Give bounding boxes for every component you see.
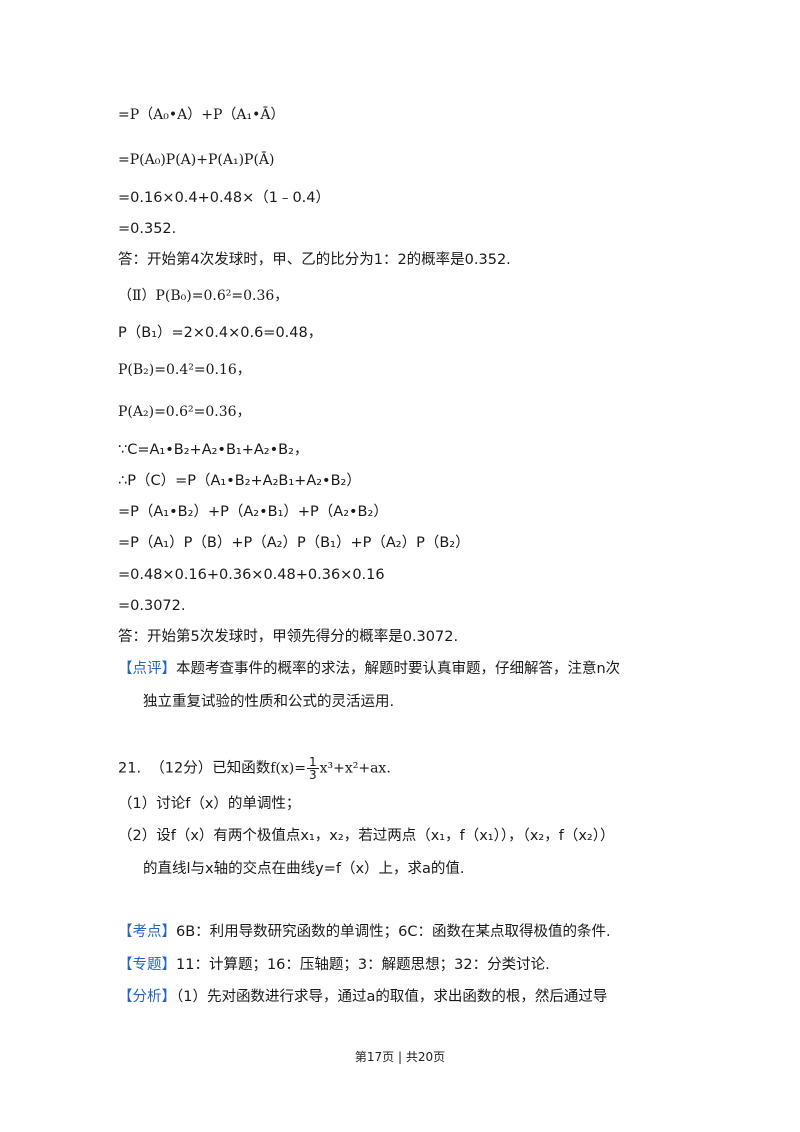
comment-text-1: 本题考查事件的概率的求法，解题时要认真审题，仔细解答，注意n次 <box>176 661 621 677</box>
problem-21-q1: （1）讨论f（x）的单调性； <box>118 796 301 812</box>
page-footer: 第17页 | 共20页 <box>354 1050 446 1064</box>
solution-line-7: P（B₁）=2×0.4×0.6=0.48， <box>118 325 323 341</box>
fraction-numerator: 1 <box>306 755 319 769</box>
comment-line-2: 独立重复试验的性质和公式的灵活运用. <box>143 694 395 710</box>
solution-line-9: P(A₂)=0.6²=0.36， <box>118 404 251 420</box>
kaodian-text: 6B：利用导数研究函数的单调性；6C：函数在某点取得极值的条件. <box>176 924 611 940</box>
problem-21-q2-line1: （2）设f（x）有两个极值点x₁，x₂，若过两点（x₁，f（x₁）），（x₂，f… <box>118 828 615 844</box>
fenxi-line: 【分析】（1）先对函数进行求导，通过a的取值，求出函数的根，然后通过导 <box>118 987 607 1007</box>
comment-tag: 【点评】 <box>118 661 176 677</box>
fenxi-text: （1）先对函数进行求导，通过a的取值，求出函数的根，然后通过导 <box>176 989 608 1005</box>
fraction-denominator: 3 <box>308 768 317 782</box>
solution-line-15: =0.3072. <box>118 598 186 614</box>
solution-line-13: =P（A₁）P（B）+P（A₂）P（B₁）+P（A₂）P（B₂） <box>118 535 470 551</box>
problem-score: （12分）已知函数 <box>150 760 271 777</box>
solution-line-14: =0.48×0.16+0.36×0.48+0.36×0.16 <box>118 567 385 583</box>
solution-line-2: =P(A₀)P(A)+P(A₁)P(Ā) <box>118 152 275 168</box>
kaodian-tag: 【考点】 <box>118 924 176 940</box>
solution-line-4: =0.352. <box>118 221 177 237</box>
problem-21-q2-line2: 的直线l与x轴的交点在曲线y=f（x）上，求a的值. <box>143 861 465 877</box>
solution-line-8: P(B₂)=0.4²=0.16， <box>118 362 251 378</box>
solution-line-12: =P（A₁•B₂）+P（A₂•B₁）+P（A₂•B₂） <box>118 504 388 520</box>
function-rhs: x³+x²+ax. <box>319 760 391 777</box>
zhuanti-tag: 【专题】 <box>118 957 176 973</box>
solution-line-11: ∴P（C）=P（A₁•B₂+A₂B₁+A₂•B₂） <box>118 473 361 489</box>
kaodian-line: 【考点】6B：利用导数研究函数的单调性；6C：函数在某点取得极值的条件. <box>118 922 611 942</box>
answer-line-1: 答：开始第4次发球时，甲、乙的比分为1：2的概率是0.352. <box>118 252 511 268</box>
fenxi-tag: 【分析】 <box>118 989 176 1005</box>
answer-line-2: 答：开始第5次发球时，甲领先得分的概率是0.3072. <box>118 629 459 645</box>
problem-number: 21. <box>118 760 142 777</box>
solution-line-1: =P（A₀•A）+P（A₁•Ā） <box>118 107 285 123</box>
solution-line-10: ∵C=A₁•B₂+A₂•B₁+A₂•B₂， <box>118 442 309 458</box>
solution-line-3: =0.16×0.4+0.48×（1﹣0.4） <box>118 190 331 206</box>
zhuanti-text: 11：计算题；16：压轴题；3：解题思想；32：分类讨论. <box>176 957 550 973</box>
function-lhs: f(x)= <box>270 760 306 777</box>
comment-line-1: 【点评】本题考查事件的概率的求法，解题时要认真审题，仔细解答，注意n次 <box>118 659 620 679</box>
solution-line-6: （Ⅱ）P(B₀)=0.6²=0.36， <box>118 288 289 304</box>
zhuanti-line: 【专题】11：计算题；16：压轴题；3：解题思想；32：分类讨论. <box>118 955 550 975</box>
